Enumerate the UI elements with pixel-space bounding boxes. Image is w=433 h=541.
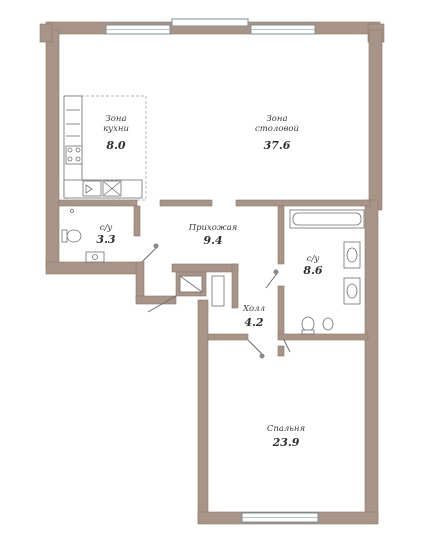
wc2-sink-bottom-icon: [343, 277, 361, 305]
stove-icon: [65, 145, 83, 165]
wc1-area: 3.3: [96, 233, 115, 246]
toilet-icon: [66, 229, 82, 243]
wc2-toilet-icon: [301, 316, 315, 332]
window-top-center-frame: [171, 18, 249, 27]
hall-name: Холл: [242, 304, 265, 314]
door-bedroom: [247, 339, 265, 357]
hall-area: 4.2: [244, 316, 263, 329]
wc1-sink-icon: [85, 251, 105, 263]
wc2-area: 8.6: [303, 264, 322, 277]
kitchen-area: 8.0: [106, 139, 125, 152]
wc2-sink-top-icon: [343, 241, 361, 269]
kitchen-name-2: кухни: [103, 124, 129, 134]
interior-walls: [58, 199, 371, 357]
dining-area: 37.6: [264, 139, 291, 152]
doors: [141, 243, 291, 359]
dining-name-1: Зона: [266, 114, 287, 124]
bidet-icon: [322, 317, 334, 331]
bathtub-icon: [289, 209, 365, 229]
wc2-name: с/у: [307, 254, 320, 264]
hallway-name: Прихожая: [188, 223, 238, 233]
kitchen-zone: [63, 95, 147, 201]
wc1-name: с/у: [100, 223, 113, 233]
bedroom-area: 23.9: [272, 436, 300, 449]
door-hall-closet: [283, 339, 291, 353]
windows: [105, 18, 319, 523]
wc2-fixtures: [289, 209, 365, 335]
bedroom-name: Спальня: [267, 424, 306, 434]
exterior-walls: [39, 21, 385, 525]
dining-name-2: столовой: [255, 124, 299, 134]
ventilation-shaft: [175, 271, 225, 307]
door-wc1: [141, 245, 159, 263]
door-wc2: [265, 271, 279, 289]
wc1-fixtures: [61, 209, 105, 263]
room-labels: Зона кухни 8.0 Зона столовой 37.6 с/у 3.…: [96, 114, 322, 449]
door-entrance: [147, 295, 177, 313]
kitchen-name-1: Зона: [105, 114, 126, 124]
hallway-area: 9.4: [203, 234, 222, 247]
